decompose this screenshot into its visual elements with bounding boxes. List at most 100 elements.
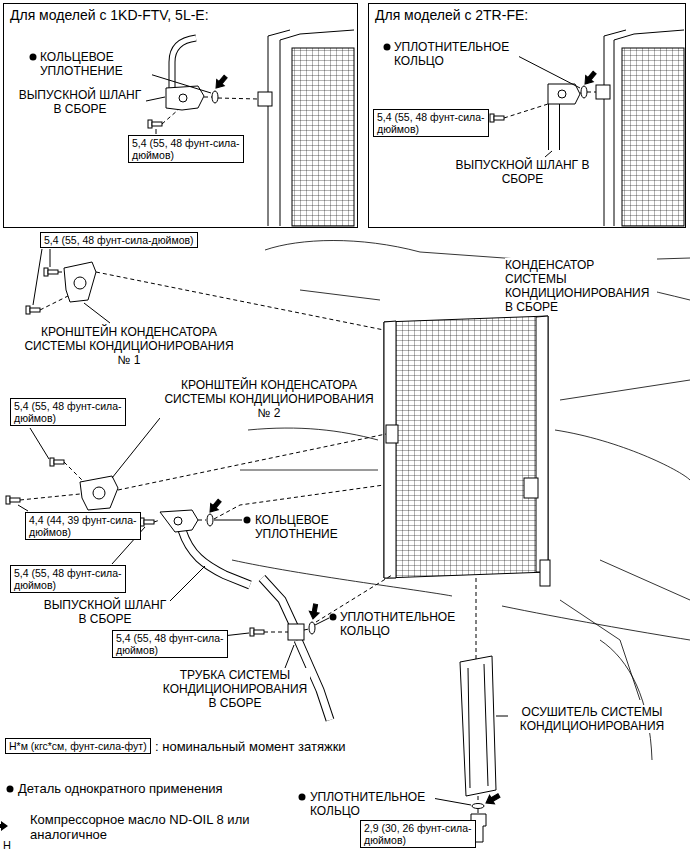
legend-symbols [0, 786, 14, 832]
torque-box: 5,4 (55, 48 фунт-сила-дюймов) [112, 630, 228, 658]
inset-art-1kd [292, 48, 354, 226]
condenser [384, 316, 548, 578]
condenser-brackets [6, 249, 386, 511]
inset-art-1kd [30, 54, 37, 61]
cooler-tube [214, 618, 329, 668]
inset-art-2tr [548, 84, 580, 104]
inset-art-1kd [172, 38, 196, 88]
part-name: УПЛОТНИТЕЛЬНОЕ КОЛЬЦО [310, 790, 435, 818]
discharge-hose [160, 510, 198, 532]
part-name: УПЛОТНИТЕЛЬНОЕ КОЛЬЦО [394, 40, 519, 68]
dryer [484, 791, 502, 807]
condenser-brackets [64, 262, 96, 302]
cooler-tube [262, 578, 294, 626]
dryer [472, 804, 484, 809]
part-name: КОЛЬЦЕВОЕ УПЛОТНЕНИЕ [40, 50, 152, 78]
part-name: КРОНШТЕЙН КОНДЕНСАТОРА СИСТЕМЫ КОНДИЦИОН… [20, 325, 238, 367]
vehicle-body [248, 428, 378, 440]
dryer [432, 716, 508, 805]
condenser [384, 316, 548, 578]
discharge-hose [174, 517, 182, 525]
vehicle-body [600, 640, 652, 760]
condenser-brackets [93, 487, 105, 499]
cooler-tube [330, 614, 337, 621]
torque-value: 5,4 (55, 48 фунт-сила-дюймов) [14, 400, 122, 424]
inset-art-1kd [212, 73, 229, 91]
part-name: УПЛОТНИТЕЛЬНОЕ КОЛЬЦО [340, 610, 465, 638]
condenser [386, 425, 398, 443]
condenser [384, 316, 550, 586]
dryer [468, 664, 488, 788]
inset-art-1kd [258, 92, 272, 106]
torque-value: 5,4 (55, 48 фунт-сила-дюймов) [132, 137, 240, 161]
torque-box: 5,4 (55, 48 фунт-сила-дюймов) [128, 135, 244, 163]
cooler-tube [309, 622, 315, 634]
condenser-brackets [40, 272, 384, 330]
cooler-tube [262, 578, 294, 626]
inset-art-2tr [604, 30, 684, 226]
cooler-tube [308, 603, 320, 620]
cooler-tube [250, 628, 264, 636]
vehicle-body [560, 560, 690, 700]
vehicle-body [555, 380, 690, 480]
panel-heading: Для моделей с 1KD-FTV, 5L-E: [4, 4, 215, 27]
inset-art-1kd [172, 38, 196, 88]
condenser [524, 478, 538, 498]
inset-art-2tr [581, 86, 587, 98]
panel-heading: Для моделей с 2TR-FE: [369, 4, 534, 27]
dryer [460, 656, 496, 796]
legend-symbols [0, 821, 8, 831]
discharge-hose [112, 485, 384, 603]
legend-symbols [7, 786, 14, 793]
condenser-brackets [44, 268, 58, 276]
torque-box: 5,4 (55, 48 фунт-сила-дюймов) [10, 398, 126, 426]
part-name: КРОНШТЕЙН КОНДЕНСАТОРА СИСТЕМЫ КОНДИЦИОН… [160, 378, 378, 420]
condenser-brackets [26, 306, 40, 314]
vehicle-body [300, 290, 380, 300]
torque-box: 5,4 (55, 48 фунт-сила-дюймов) [373, 109, 489, 137]
condenser-brackets [50, 458, 64, 466]
condenser-brackets [33, 249, 110, 323]
part-name: КОЛЬЦЕВОЕ УПЛОТНЕНИЕ [255, 513, 367, 541]
dryer [299, 578, 509, 842]
inset-art-2tr [558, 90, 566, 98]
vehicle-body [240, 470, 378, 471]
part-name: КОНДЕНСАТОР СИСТЕМЫ КОНДИЦИОНИРОВАНИЯ В … [505, 258, 657, 314]
inset-art-2tr [596, 85, 610, 99]
inset-art-1kd [179, 94, 187, 102]
torque-value: 5,4 (55, 48 фунт-сила-дюймов) [377, 111, 485, 135]
inset-art-1kd [30, 30, 355, 226]
torque-box: Н*м (кгс*см, фунт-сила-фут) [5, 738, 151, 754]
torque-box: 5,4 (55, 48 фунт-сила-дюймов) [10, 565, 126, 593]
part-name: ВЫПУСКНОЙ ШЛАНГ В СБОРЕ [455, 158, 590, 186]
condenser-brackets [80, 476, 118, 510]
discharge-hose [182, 530, 250, 585]
torque-value: 2,9 (30, 26 фунт-сила-дюймов) [364, 822, 472, 846]
legend-text: Компрессорное масло ND-OIL 8 или аналоги… [30, 812, 302, 842]
part-name: ОСУШИТЕЛЬ СИСТЕМЫ КОНДИЦИОНИРОВАНИЯ [512, 705, 672, 733]
torque-value: 4,4 (44, 39 фунт-сила-дюймов) [29, 514, 137, 538]
torque-value: 5,4 (55, 48 фунт-сила-дюймов) [14, 567, 122, 591]
figure-code: H [3, 838, 11, 852]
part-name: ВЫПУСКНОЙ ШЛАНГ В СБОРЕ [40, 598, 170, 626]
inset-art-1kd [148, 120, 162, 128]
inset-art-1kd [268, 30, 354, 226]
torque-box: 4,4 (44, 39 фунт-сила-дюймов) [25, 512, 141, 540]
condenser [540, 560, 550, 586]
inset-art-2tr [549, 104, 559, 150]
part-name: ВЫПУСКНОЙ ШЛАНГ В СБОРЕ [15, 88, 145, 116]
discharge-hose [244, 517, 251, 524]
part-name: ТРУБКА СИСТЕМЫ КОНДИЦИОНИРОВАНИЯ В СБОРЕ [160, 668, 310, 710]
inset-art-2tr [490, 114, 504, 122]
torque-box: 2,9 (30, 26 фунт-сила-дюймов) [360, 820, 476, 848]
inset-art-2tr [622, 48, 684, 226]
discharge-hose [206, 497, 223, 515]
inset-art-2tr [581, 69, 598, 87]
condenser-brackets [74, 277, 86, 289]
torque-box: 5,4 (55, 48 фунт-сила-дюймов) [40, 232, 198, 248]
inset-art-2tr [384, 44, 391, 51]
legend-text: : номинальный момент затяжки [155, 739, 346, 754]
discharge-hose [140, 518, 154, 526]
cooler-tube [288, 624, 304, 640]
condenser-brackets [18, 418, 160, 511]
